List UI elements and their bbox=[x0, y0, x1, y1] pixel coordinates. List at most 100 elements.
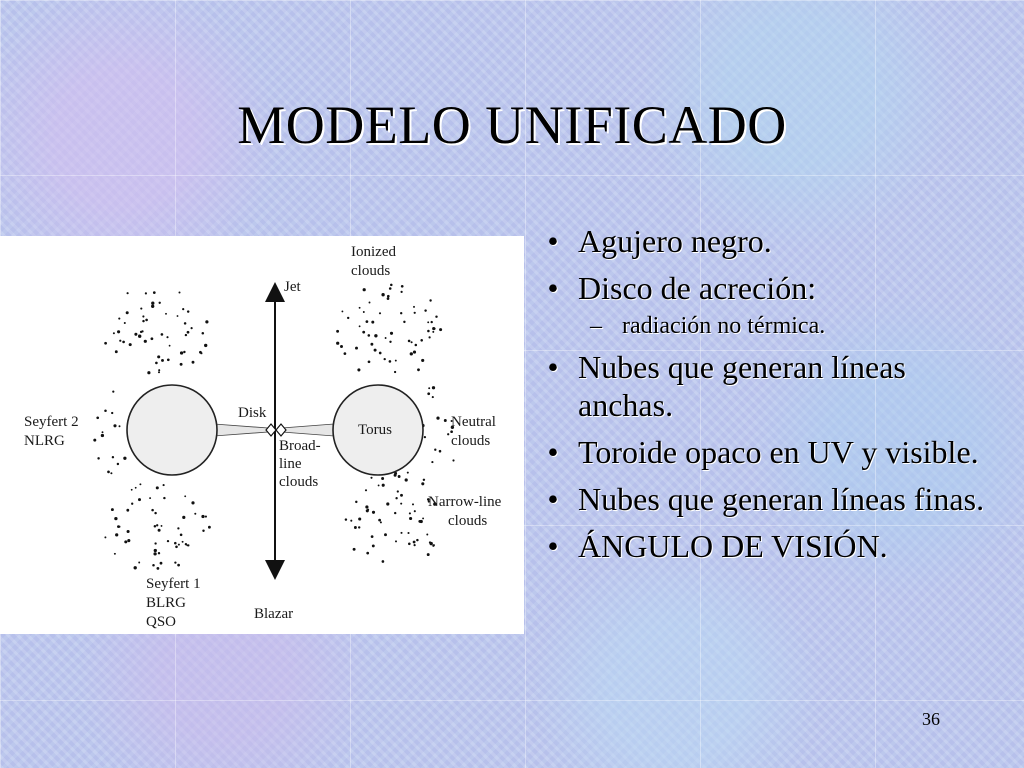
cloud-dot bbox=[431, 386, 436, 390]
cloud-dot bbox=[413, 544, 416, 547]
cloud-dot bbox=[138, 498, 141, 502]
cloud-dot bbox=[340, 345, 343, 348]
cloud-dot bbox=[159, 561, 163, 565]
cloud-dot bbox=[416, 538, 419, 542]
cloud-dot bbox=[183, 350, 186, 354]
cloud-dot bbox=[394, 511, 397, 515]
cloud-dot bbox=[155, 486, 159, 490]
cloud-dot bbox=[371, 510, 376, 514]
cloud-dot bbox=[179, 533, 183, 537]
cloud-dot bbox=[125, 311, 129, 315]
cloud-dot bbox=[370, 476, 373, 479]
cloud-dot bbox=[355, 346, 358, 350]
cloud-dot bbox=[427, 500, 430, 503]
cloud-dot bbox=[358, 325, 361, 328]
cloud-dot bbox=[436, 416, 440, 420]
cloud-dot bbox=[414, 343, 418, 347]
bullet-angulo-vision: ÁNGULO DE VISIÓN. bbox=[538, 527, 1008, 565]
cloud-dot bbox=[151, 304, 155, 308]
cloud-dot bbox=[362, 311, 365, 313]
cloud-dot bbox=[450, 419, 453, 423]
cloud-dot bbox=[413, 510, 416, 513]
cloud-dot bbox=[419, 519, 423, 524]
cloud-dot bbox=[358, 306, 361, 309]
cloud-dot bbox=[181, 540, 184, 543]
cloud-dot bbox=[408, 542, 411, 546]
label-torus: Torus bbox=[358, 422, 392, 438]
cloud-dot bbox=[346, 316, 350, 320]
cloud-dot bbox=[123, 321, 126, 325]
cloud-dot bbox=[186, 544, 189, 547]
cloud-dot bbox=[179, 362, 183, 366]
cloud-dot bbox=[365, 320, 369, 323]
cloud-dot bbox=[370, 535, 374, 538]
cloud-dot bbox=[139, 483, 142, 486]
cloud-dot bbox=[443, 419, 447, 422]
cloud-dot bbox=[362, 288, 366, 292]
cloud-dot bbox=[381, 293, 385, 297]
cloud-dot bbox=[390, 283, 393, 287]
cloud-dot bbox=[157, 528, 161, 532]
cloud-dot bbox=[191, 360, 195, 364]
cloud-dot bbox=[421, 358, 425, 362]
cloud-dot bbox=[439, 328, 443, 332]
cloud-dot bbox=[420, 339, 423, 342]
cloud-dot bbox=[119, 339, 122, 342]
cloud-dot bbox=[427, 329, 430, 333]
cloud-dot bbox=[367, 508, 370, 511]
cloud-dot bbox=[166, 336, 169, 339]
cloud-dot bbox=[432, 544, 435, 547]
cloud-dot bbox=[166, 539, 170, 543]
cloud-dot bbox=[370, 342, 374, 346]
cloud-dot bbox=[184, 333, 188, 337]
cloud-dot bbox=[168, 344, 171, 347]
cloud-dot bbox=[413, 305, 415, 308]
cloud-dot bbox=[429, 299, 432, 302]
cloud-dot bbox=[114, 350, 118, 354]
cloud-dot bbox=[190, 327, 193, 330]
cloud-dot bbox=[408, 512, 411, 515]
bullet-list: Agujero negro. Disco de acreción: radiac… bbox=[538, 222, 1008, 574]
cloud-dot bbox=[142, 315, 145, 318]
cloud-dot bbox=[144, 292, 148, 295]
cloud-dot bbox=[124, 540, 128, 544]
cloud-dot bbox=[358, 526, 361, 529]
cloud-dot bbox=[97, 457, 100, 460]
label-blazar: Blazar bbox=[254, 606, 293, 622]
cloud-dot bbox=[400, 531, 403, 534]
cloud-dot bbox=[378, 312, 382, 315]
cloud-dot bbox=[208, 525, 211, 529]
cloud-dot bbox=[117, 330, 121, 334]
cloud-dot bbox=[336, 329, 340, 333]
cloud-dot bbox=[357, 368, 361, 372]
cloud-dot bbox=[138, 334, 142, 338]
agn-diagram-svg: Ionized clouds Jet Disk Torus Seyfert 2 … bbox=[24, 244, 502, 630]
cloud-dot bbox=[393, 370, 397, 374]
cloud-dot bbox=[96, 416, 100, 420]
cloud-dot bbox=[344, 518, 348, 521]
cloud-dot bbox=[427, 321, 430, 324]
subbullet-radiacion: radiación no térmica. bbox=[538, 312, 1008, 340]
cloud-dot bbox=[378, 518, 381, 522]
cloud-dot bbox=[447, 433, 450, 436]
cloud-dot bbox=[388, 360, 392, 363]
cloud-dot bbox=[131, 502, 134, 505]
cloud-dot bbox=[365, 505, 369, 509]
cloud-dot bbox=[438, 449, 442, 453]
cloud-dot bbox=[186, 310, 190, 313]
cloud-dot bbox=[177, 527, 180, 530]
cloud-dot bbox=[111, 411, 114, 415]
cloud-dot bbox=[184, 543, 188, 546]
cloud-dot bbox=[400, 312, 403, 315]
cloud-dot bbox=[410, 341, 413, 344]
bullet-agujero-negro: Agujero negro. bbox=[538, 222, 1008, 260]
cloud-dot bbox=[134, 486, 137, 489]
cloud-dot bbox=[157, 371, 161, 374]
cloud-dot bbox=[428, 387, 431, 390]
cloud-dot bbox=[423, 435, 427, 439]
cloud-dot bbox=[366, 551, 370, 555]
cloud-dot bbox=[406, 471, 409, 474]
cloud-dot bbox=[394, 359, 397, 362]
cloud-dot bbox=[421, 482, 425, 486]
cloud-dot bbox=[394, 540, 398, 543]
